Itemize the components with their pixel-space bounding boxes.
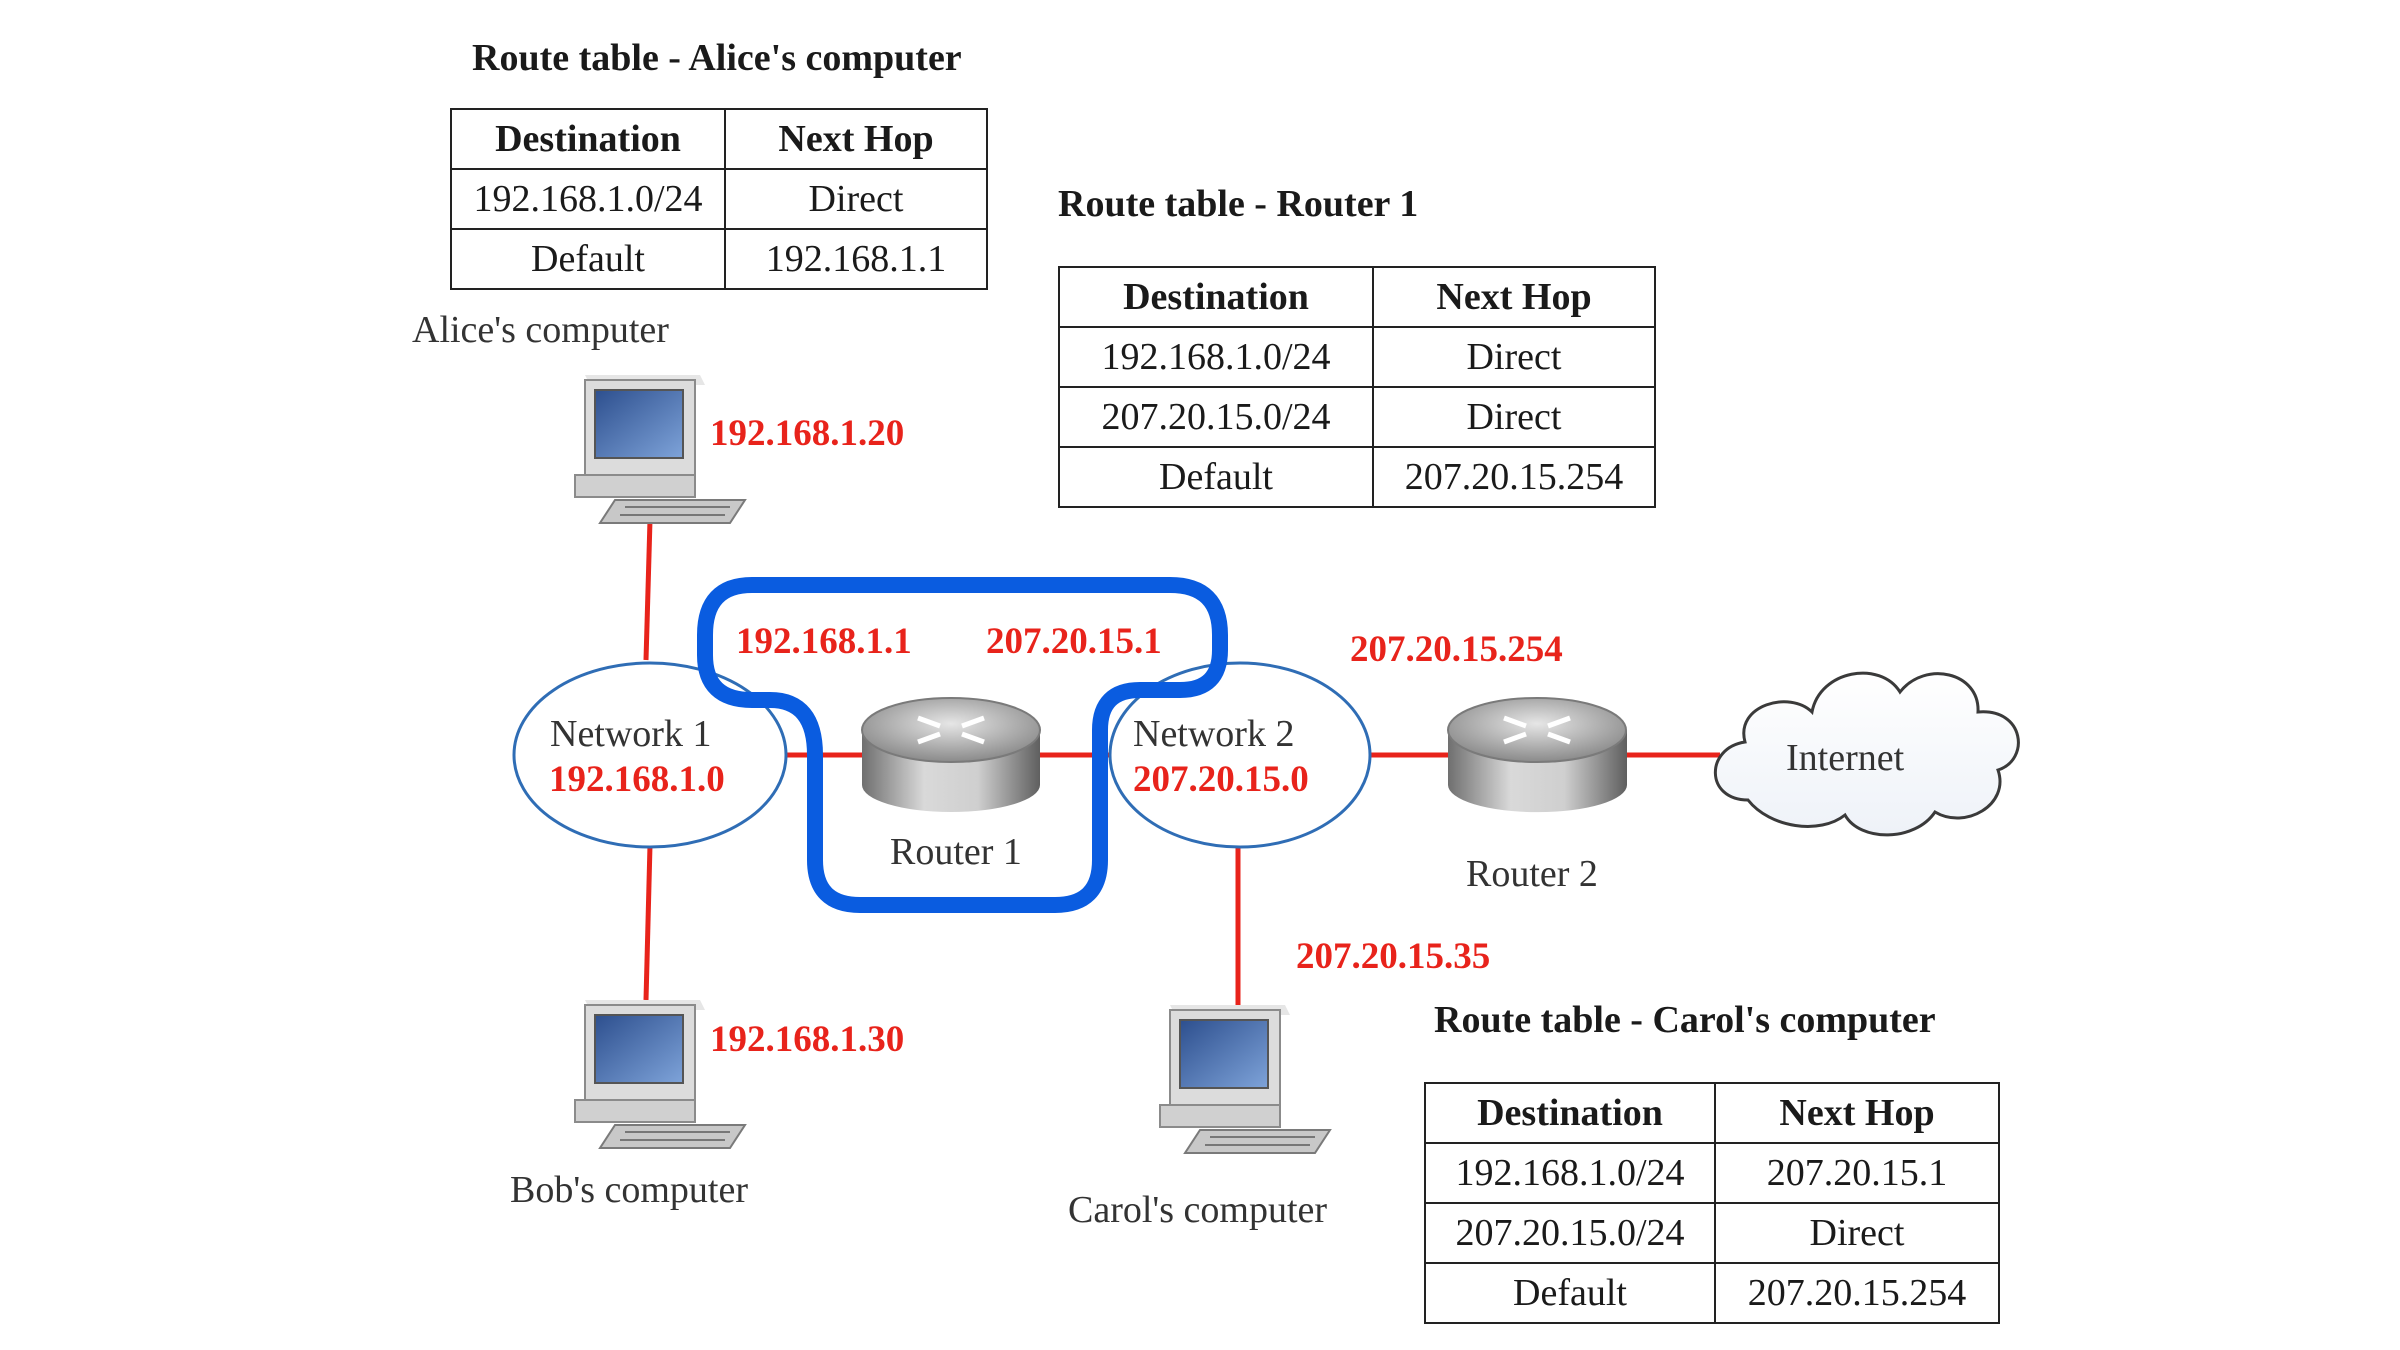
bob-ip: 192.168.1.30	[710, 1019, 905, 1060]
column-header-destination: Destination	[450, 108, 726, 170]
network2-label: Network 2	[1133, 713, 1295, 755]
carol-ip: 207.20.15.35	[1296, 936, 1491, 977]
network1-ellipse	[512, 661, 788, 849]
router1-highlight-outline	[697, 577, 1228, 913]
cell-destination: Default	[1058, 446, 1374, 508]
column-header-next-hop: Next Hop	[724, 108, 988, 170]
cell-destination: 207.20.15.0/24	[1424, 1202, 1716, 1264]
table-row: Default 207.20.15.254	[1424, 1262, 2000, 1324]
network1-label: Network 1	[550, 713, 712, 755]
table-row: 192.168.1.0/24 Direct	[450, 168, 988, 230]
column-header-destination: Destination	[1058, 266, 1374, 328]
alice-route-table: Destination Next Hop 192.168.1.0/24 Dire…	[450, 108, 988, 290]
link-bob-network1	[643, 844, 653, 1001]
router1-ip-network1: 192.168.1.1	[736, 621, 912, 662]
cell-next-hop: 207.20.15.254	[1372, 446, 1656, 508]
cell-next-hop: Direct	[1714, 1202, 2000, 1264]
network2-address: 207.20.15.0	[1133, 759, 1309, 800]
table-row: Default 207.20.15.254	[1058, 446, 1656, 508]
internet-cloud-icon	[1713, 671, 2020, 837]
cell-next-hop: 207.20.15.254	[1714, 1262, 2000, 1324]
router2-ip: 207.20.15.254	[1350, 629, 1563, 670]
cell-next-hop: Direct	[1372, 326, 1656, 388]
alice-ip: 192.168.1.20	[710, 413, 905, 454]
cell-next-hop: 207.20.15.1	[1714, 1142, 2000, 1204]
router1-route-table-title: Route table - Router 1	[1058, 183, 1419, 225]
carol-route-table: Destination Next Hop 192.168.1.0/24 207.…	[1424, 1082, 2000, 1324]
column-header-next-hop: Next Hop	[1372, 266, 1656, 328]
carol-computer-label: Carol's computer	[1068, 1189, 1328, 1231]
carol-route-table-title: Route table - Carol's computer	[1434, 999, 1936, 1041]
carol-computer-icon	[1159, 1005, 1332, 1154]
cell-destination: 207.20.15.0/24	[1058, 386, 1374, 448]
cell-destination: 192.168.1.0/24	[450, 168, 726, 230]
router1-route-table: Destination Next Hop 192.168.1.0/24 Dire…	[1058, 266, 1656, 508]
internet-label: Internet	[1786, 737, 1905, 779]
cell-destination: 192.168.1.0/24	[1424, 1142, 1716, 1204]
bob-computer-label: Bob's computer	[510, 1169, 748, 1211]
router2-icon	[1447, 697, 1627, 813]
cell-next-hop: 192.168.1.1	[724, 228, 988, 290]
cell-destination: Default	[450, 228, 726, 290]
cell-destination: Default	[1424, 1262, 1716, 1324]
cell-destination: 192.168.1.0/24	[1058, 326, 1374, 388]
cell-next-hop: Direct	[724, 168, 988, 230]
network2-ellipse	[1108, 661, 1372, 849]
table-row: 192.168.1.0/24 Direct	[1058, 326, 1656, 388]
table-row: 207.20.15.0/24 Direct	[1424, 1202, 2000, 1264]
alice-computer-icon	[574, 375, 747, 524]
network1-address: 192.168.1.0	[549, 759, 725, 800]
column-header-destination: Destination	[1424, 1082, 1716, 1144]
router1-icon	[861, 697, 1041, 812]
link-alice-network1	[643, 519, 653, 661]
table-row: 207.20.15.0/24 Direct	[1058, 386, 1656, 448]
router1-ip-network2: 207.20.15.1	[986, 621, 1162, 662]
bob-computer-icon	[574, 1000, 747, 1149]
table-row: 192.168.1.0/24 207.20.15.1	[1424, 1142, 2000, 1204]
cell-next-hop: Direct	[1372, 386, 1656, 448]
links	[643, 519, 1720, 1005]
alice-computer-label: Alice's computer	[412, 309, 669, 351]
column-header-next-hop: Next Hop	[1714, 1082, 2000, 1144]
alice-route-table-title: Route table - Alice's computer	[472, 37, 962, 79]
router2-label: Router 2	[1466, 853, 1598, 895]
router1-label: Router 1	[890, 831, 1022, 873]
table-row: Default 192.168.1.1	[450, 228, 988, 290]
